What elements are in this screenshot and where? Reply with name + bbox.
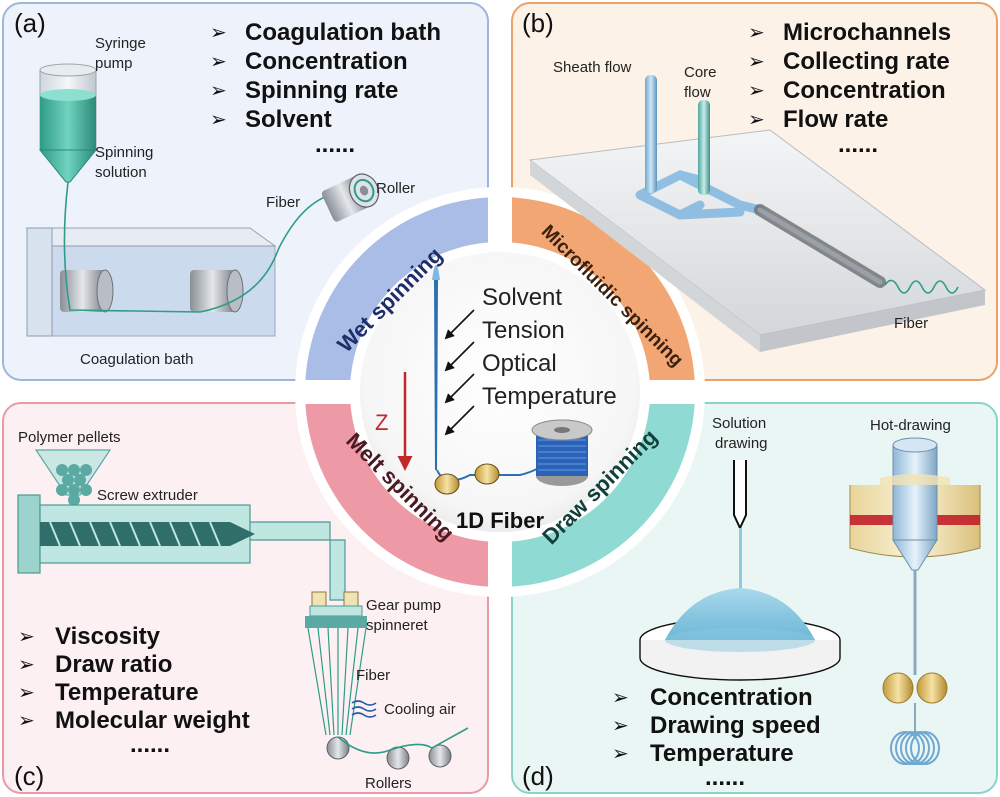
core-flow-label: Core: [684, 64, 717, 81]
bullet-solvent: Solvent: [245, 106, 332, 133]
svg-text:➢: ➢: [18, 680, 35, 704]
svg-text:➢: ➢: [612, 713, 629, 737]
panel-b-bullets: ➢ Microchannels ➢ Collecting rate ➢ Conc…: [748, 19, 951, 158]
svg-text:➢: ➢: [748, 20, 765, 44]
cooling-air-label: Cooling air: [384, 701, 456, 718]
bullet-spinning-rate: Spinning rate: [245, 77, 398, 104]
screw-extruder-label: Screw extruder: [97, 487, 198, 504]
svg-text:➢: ➢: [612, 685, 629, 709]
svg-text:➢: ➢: [612, 741, 629, 765]
svg-text:➢: ➢: [18, 624, 35, 648]
svg-text:➢: ➢: [210, 107, 227, 131]
bullet-more: ......: [705, 764, 745, 791]
roller-label: Roller: [376, 180, 415, 197]
svg-text:➢: ➢: [210, 78, 227, 102]
hot-drawing-illustration: [849, 437, 981, 765]
fiber-spool: [531, 419, 593, 486]
center-illustration: [397, 265, 593, 495]
panel-c-bullets: ➢ Viscosity ➢ Draw ratio ➢ Temperature ➢…: [18, 623, 250, 758]
solution-drawing-label-2: drawing: [715, 435, 768, 452]
bullet-flow-rate: Flow rate: [783, 106, 888, 133]
coagulation-bath-illustration: [25, 181, 331, 337]
bullet-concentration: Concentration: [245, 48, 408, 75]
bullet-draw-ratio: Draw ratio: [55, 651, 172, 678]
factor-arrow: [444, 373, 475, 404]
panel-d-bullets: ➢ Concentration ➢ Drawing speed ➢ Temper…: [612, 684, 821, 791]
bullet-temperature: Temperature: [650, 740, 794, 767]
svg-text:➢: ➢: [748, 107, 765, 131]
z-axis-label: Z: [375, 410, 388, 435]
bullet-drawing-speed: Drawing speed: [650, 712, 821, 739]
svg-text:➢: ➢: [210, 49, 227, 73]
spinning-solution-label-2: solution: [95, 164, 147, 181]
bullet-microchannels: Microchannels: [783, 19, 951, 46]
core-flow-label-2: flow: [684, 84, 711, 101]
bullet-coagulation-bath: Coagulation bath: [245, 19, 441, 46]
svg-text:➢: ➢: [18, 652, 35, 676]
gear-pump-label-2: spinneret: [366, 617, 429, 634]
bullet-more: ......: [315, 131, 355, 158]
factor-arrow: [444, 309, 475, 340]
center-factor-optical: Optical: [482, 350, 557, 377]
spinning-solution-label: Spinning: [95, 144, 153, 161]
svg-text:➢: ➢: [210, 20, 227, 44]
sheath-flow-label: Sheath flow: [553, 59, 632, 76]
hot-drawing-label: Hot-drawing: [870, 417, 951, 434]
panel-c-tag: (c): [14, 761, 44, 791]
microfluidic-chip-illustration: [528, 75, 987, 352]
syringe-label-2: pump: [95, 55, 133, 72]
bullet-concentration: Concentration: [783, 77, 946, 104]
center-title: 1D Fiber: [456, 508, 544, 533]
roller-illustration: [321, 173, 380, 222]
solution-drawing-illustration: [639, 460, 841, 681]
syringe-pump-illustration: [38, 63, 98, 183]
fiber-label-c: Fiber: [356, 667, 390, 684]
factor-arrow: [444, 405, 475, 436]
fiber-label-b: Fiber: [894, 315, 928, 332]
panel-b-tag: (b): [522, 8, 554, 38]
bath-label: Coagulation bath: [80, 351, 193, 368]
panel-a-bullets: ➢ Coagulation bath ➢ Concentration ➢ Spi…: [210, 19, 441, 158]
center-factor-solvent: Solvent: [482, 284, 562, 311]
bullet-more: ......: [130, 731, 170, 758]
center-factor-tension: Tension: [482, 317, 565, 344]
panel-d-tag: (d): [522, 761, 554, 791]
polymer-pellets-label: Polymer pellets: [18, 429, 121, 446]
fiber-label-a: Fiber: [266, 194, 300, 211]
svg-text:➢: ➢: [748, 49, 765, 73]
bullet-molecular-weight: Molecular weight: [55, 707, 250, 734]
bullet-collecting-rate: Collecting rate: [783, 48, 950, 75]
factor-arrow: [444, 341, 475, 372]
extruder-illustration: [17, 449, 346, 601]
center-factor-temperature: Temperature: [482, 383, 617, 410]
spinneret-illustration: [305, 591, 469, 770]
center-fiber-jet: [434, 280, 438, 470]
mini-roller: [474, 463, 500, 485]
svg-text:➢: ➢: [748, 78, 765, 102]
solution-drawing-label: Solution: [712, 415, 766, 432]
rollers-label: Rollers: [365, 775, 412, 792]
bullet-concentration: Concentration: [650, 684, 813, 711]
svg-text:➢: ➢: [18, 708, 35, 732]
syringe-label: Syringe: [95, 35, 146, 52]
bullet-viscosity: Viscosity: [55, 623, 161, 650]
mini-roller: [434, 473, 460, 495]
bullet-temperature: Temperature: [55, 679, 199, 706]
bullet-more: ......: [838, 131, 878, 158]
panel-a-tag: (a): [14, 8, 46, 38]
gear-pump-label: Gear pump: [366, 597, 441, 614]
